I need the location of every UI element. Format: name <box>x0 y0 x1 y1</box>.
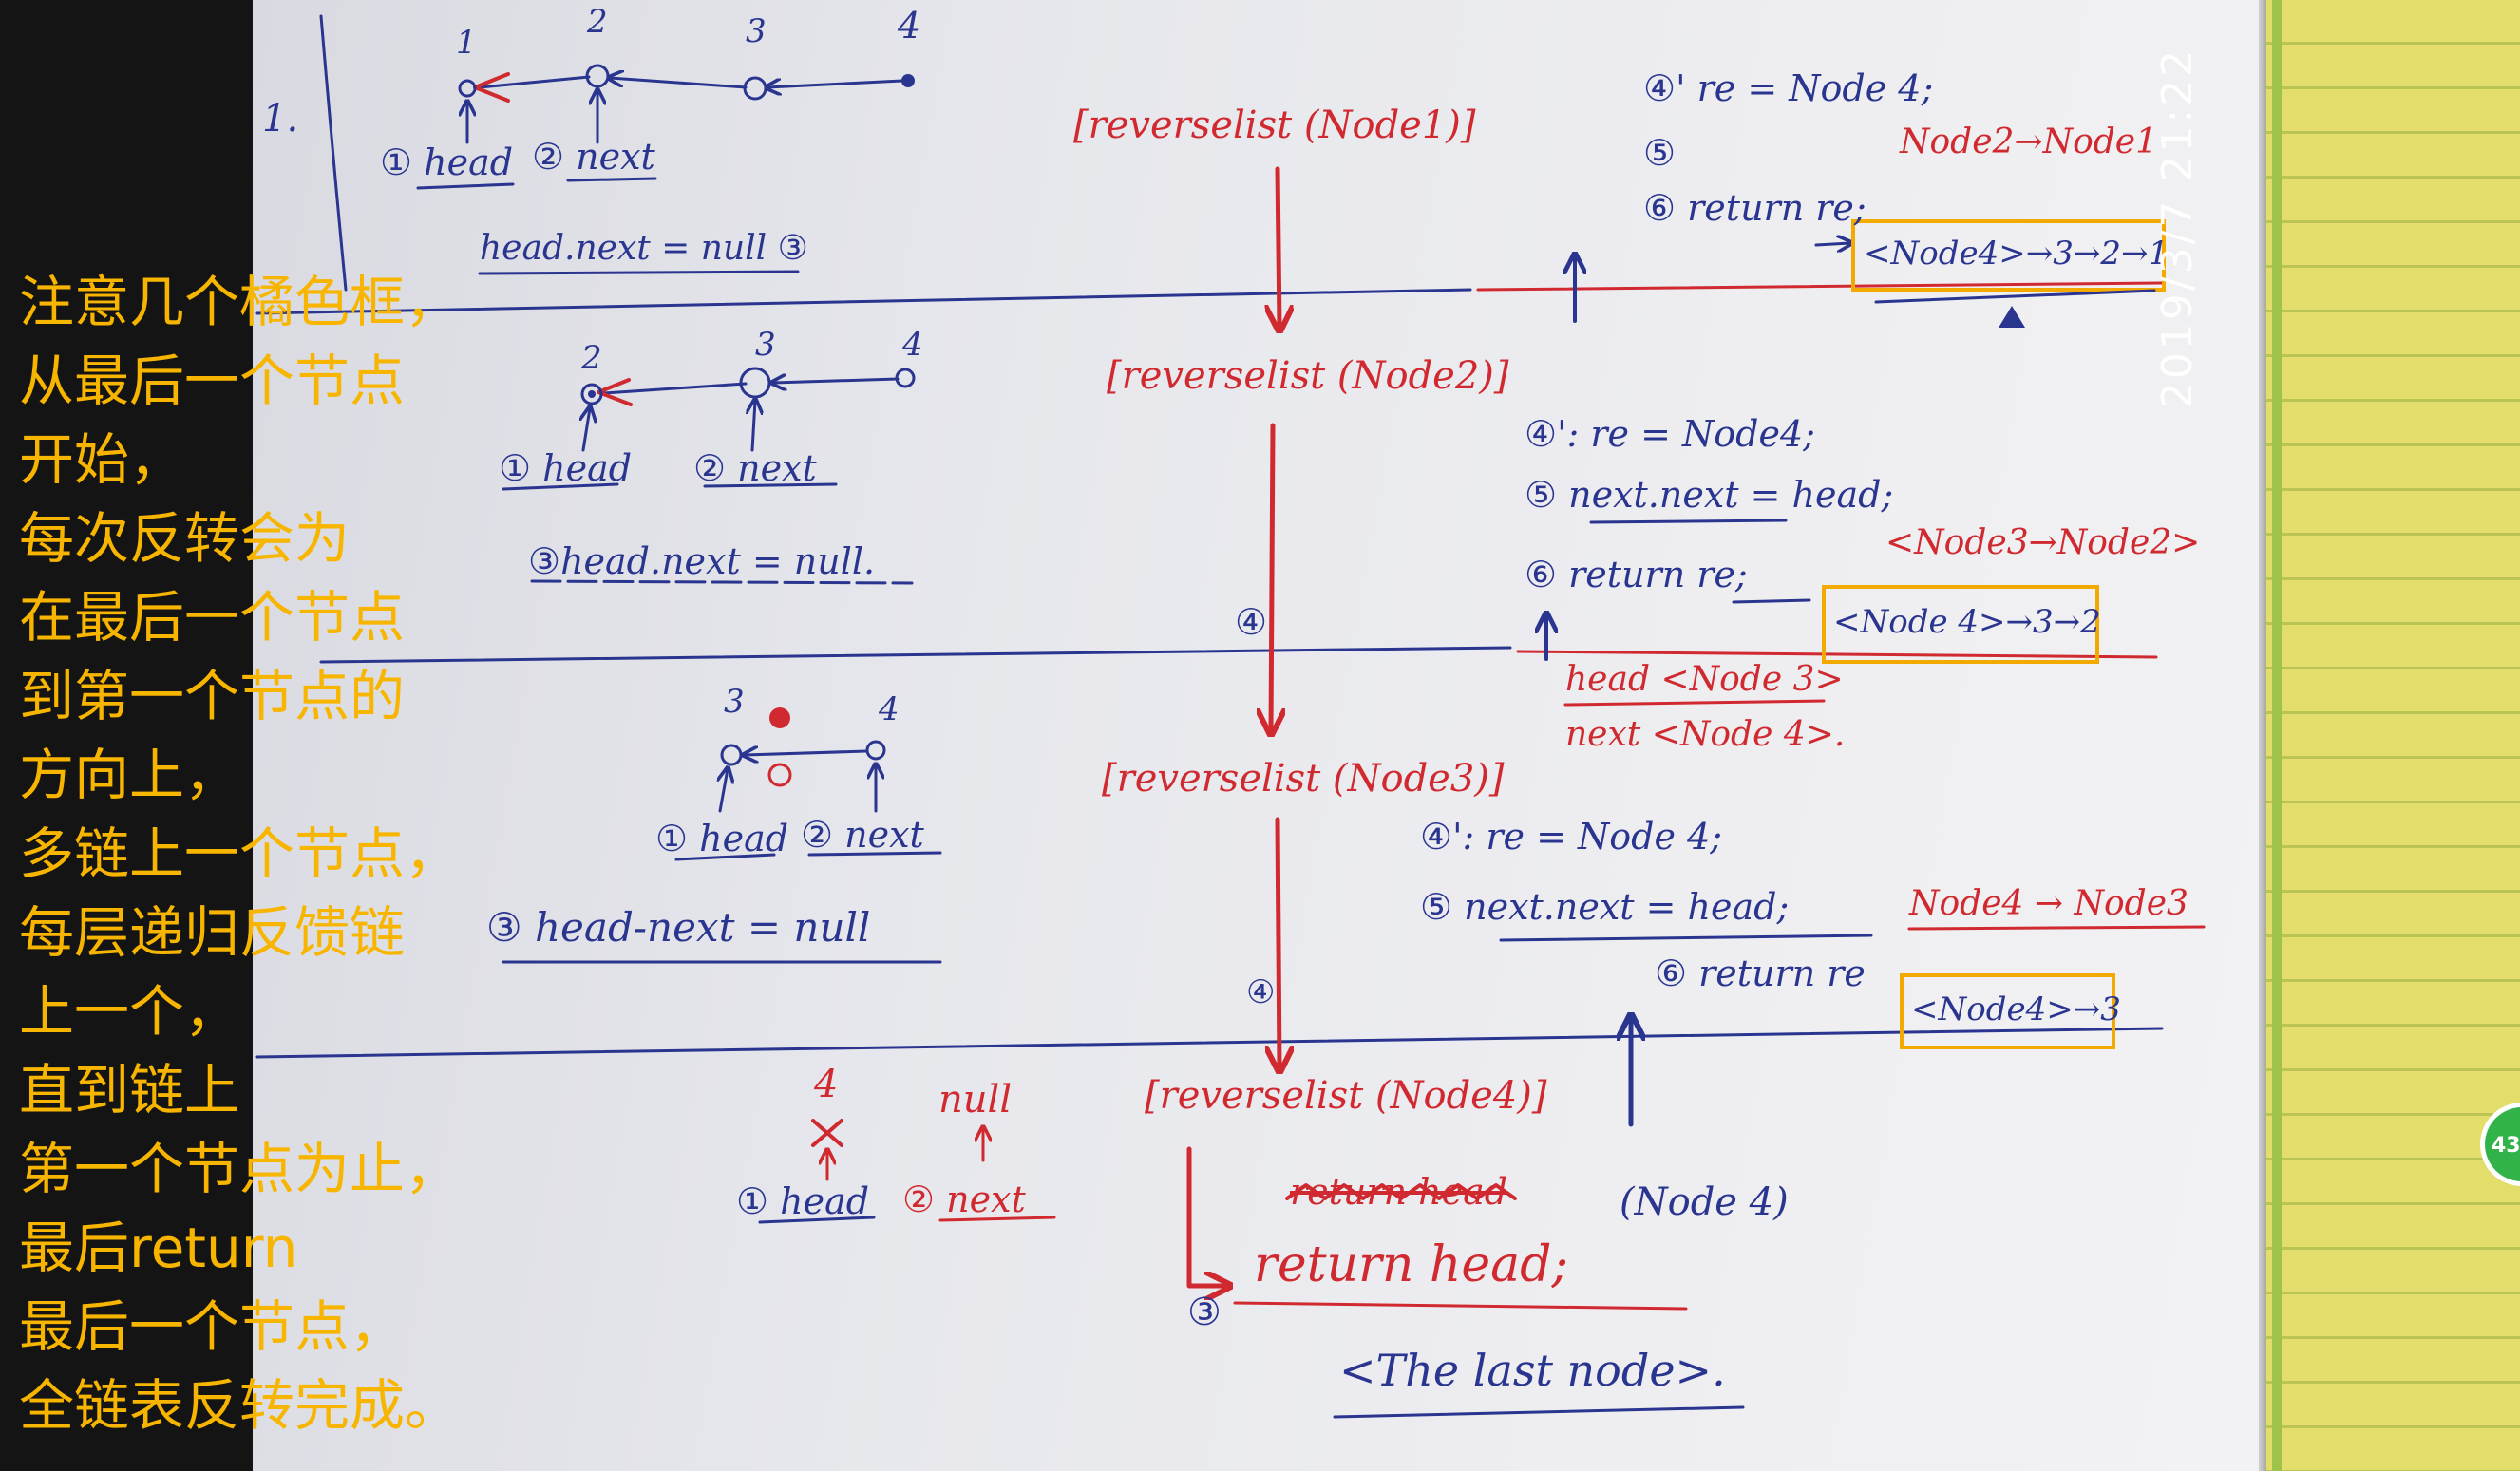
s2-null-stmt: ③head.next = null. <box>528 540 876 582</box>
caption-line: 开始， <box>19 427 185 492</box>
caption-line: 最后一个节点， <box>19 1294 406 1359</box>
badge-circle <box>2485 1107 2520 1181</box>
s2-return-stmt: ⑥ return re; <box>1525 554 1748 595</box>
s3-link: Node4 → Node3 <box>1909 884 2188 923</box>
s4-call: [reverselist (Node4)] <box>1145 1074 1547 1118</box>
caption-line: 从最后一个节点 <box>19 349 406 413</box>
s2-next-stmt: ⑤ next.next = head; <box>1525 474 1894 516</box>
margin-label: 1. <box>262 97 299 141</box>
s4-return-stmt: return head; <box>1254 1236 1568 1293</box>
s1-node-number-3: 3 <box>746 12 767 50</box>
caption-line: 上一个， <box>19 979 240 1044</box>
s1-re-stmt: ④' re = Node 4; <box>1643 67 1934 109</box>
s3-next-stmt: ⑤ next.next = head; <box>1420 886 1790 928</box>
s2-re-stmt: ④': re = Node4; <box>1525 413 1815 455</box>
caption-line: 每层递归反馈链 <box>19 900 406 965</box>
s1-next-label: ② next <box>532 136 655 178</box>
s3-re-stmt: ④': re = Node 4; <box>1420 816 1723 858</box>
s2-node-number-2: 2 <box>581 339 602 377</box>
s3-result: <Node4>→3 <box>1911 990 2121 1028</box>
s3-call: [reverselist (Node3)] <box>1102 757 1505 801</box>
caption-line: 全链表反转完成。 <box>19 1373 461 1438</box>
notebook-background <box>2264 0 2520 1471</box>
caption-line: 到第一个节点的 <box>19 664 406 728</box>
caption-line: 在最后一个节点 <box>19 585 406 650</box>
s1-result: <Node4>→3→2→1 <box>1864 235 2169 273</box>
s4-struck-stmt: return head <box>1290 1171 1508 1213</box>
s3-head-label: ① head <box>655 818 789 859</box>
caption-line: 方向上， <box>19 743 240 807</box>
s2-head-value: head <Node 3> <box>1565 660 1844 699</box>
s1-link: Node2→Node1 <box>1900 123 2158 161</box>
s3-return-stmt: ⑥ return re <box>1655 952 1866 994</box>
s1-node-number-4: 4 <box>898 5 921 47</box>
s4-node-value: (Node 4) <box>1620 1180 1789 1224</box>
s3-node-number-3: 3 <box>724 683 745 721</box>
s1-head-label: ① head <box>380 141 514 183</box>
s1-next-stmt: ⑤ <box>1643 132 1677 174</box>
s2-head-label: ① head <box>499 447 633 489</box>
s1-node-number-1: 1 <box>456 24 477 62</box>
s2-result: <Node 4>→3→2 <box>1833 603 2101 641</box>
s2-call: [reverselist (Node2)] <box>1107 354 1509 398</box>
s3-next-label: ② next <box>801 814 924 856</box>
s4-note: <The last node>. <box>1339 1345 1726 1396</box>
notebook-margin-line <box>2272 0 2282 1471</box>
badge-count: 43 <box>2492 1134 2520 1158</box>
s1-call: [reverselist (Node1)] <box>1073 104 1476 147</box>
caption-overlay: 注意几个橘色框， 从最后一个节点 开始， 每次反转会为 在最后一个节点 到第一个… <box>19 263 460 1445</box>
caption-line: 最后return <box>19 1216 298 1280</box>
s2-link: <Node3→Node2> <box>1885 523 2201 562</box>
paper-edge <box>2259 0 2266 1471</box>
s4-null-label: null <box>938 1078 1013 1122</box>
s4-node-number-4: 4 <box>814 1063 839 1106</box>
photo-timestamp: 2019/3/7 21:22 <box>2153 47 2202 409</box>
s1-node-number-2: 2 <box>587 3 608 41</box>
s2-next-label: ② next <box>693 447 817 489</box>
caption-line: 直到链上 <box>19 1058 240 1122</box>
s4-head-label: ① head <box>736 1180 870 1222</box>
caption-line: 每次反转会为 <box>19 506 351 571</box>
s2-node-number-3: 3 <box>755 326 776 364</box>
s2-node-number-4: 4 <box>902 326 923 364</box>
s2-step-marker: ④ <box>1235 601 1268 643</box>
s4-step-marker: ③ <box>1187 1291 1222 1334</box>
caption-line: 注意几个橘色框， <box>19 270 461 334</box>
s1-return-stmt: ⑥ return re; <box>1643 187 1866 229</box>
s3-null-stmt: ③ head-next = null <box>486 904 871 951</box>
left-black-bar <box>0 0 253 1471</box>
s2-next-value: next <Node 4>. <box>1565 715 1846 754</box>
s3-step-marker: ④ <box>1246 973 1276 1011</box>
s1-null-stmt: head.next = null ③ <box>480 229 808 268</box>
s3-node-number-4: 4 <box>879 690 900 728</box>
caption-line: 多链上一个节点， <box>19 821 461 886</box>
floating-badge[interactable]: 43 <box>2473 1097 2520 1192</box>
s4-next-label: ② next <box>902 1179 1026 1220</box>
caption-line: 第一个节点为止， <box>19 1137 461 1201</box>
